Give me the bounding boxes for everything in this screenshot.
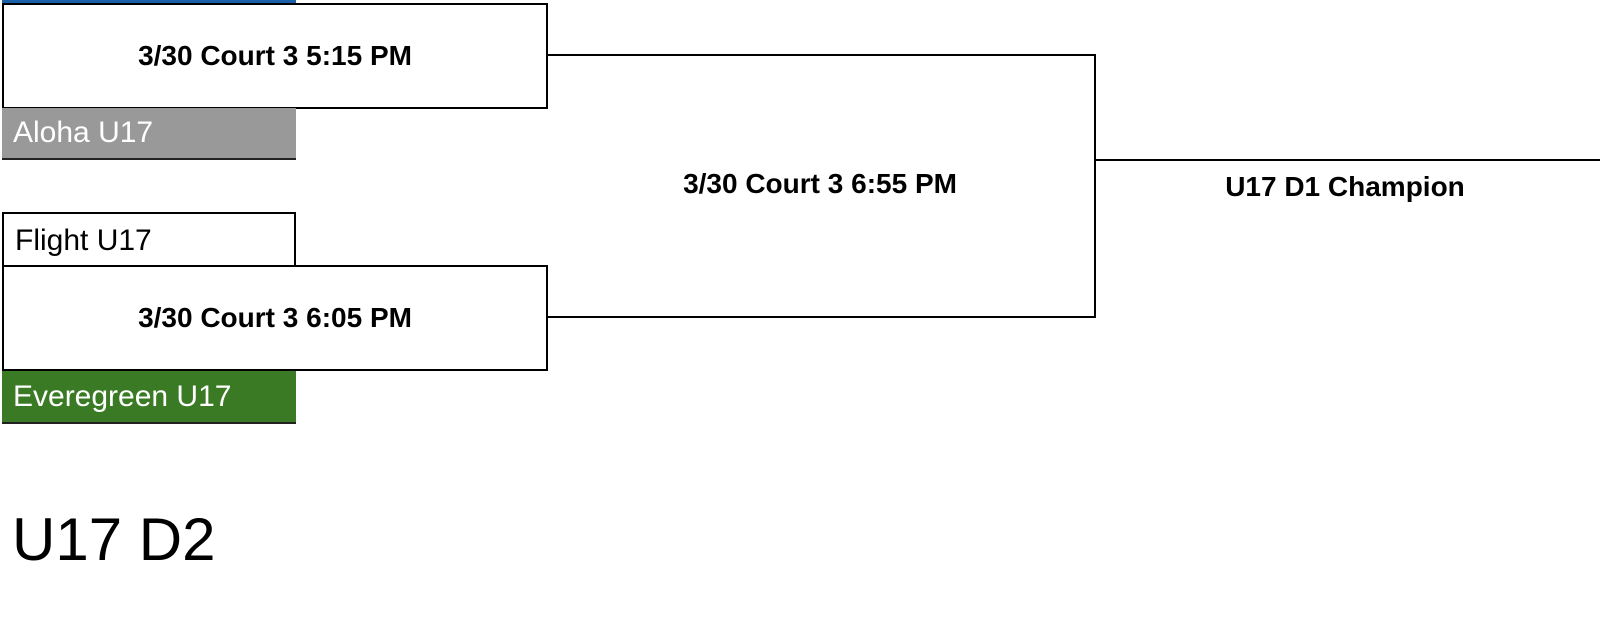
final-match-label: 3/30 Court 3 6:55 PM — [683, 168, 957, 199]
team-slot-everegreen: Everegreen U17 — [2, 371, 296, 424]
division-title: U17 D2 — [12, 506, 216, 573]
team-slot-flight: Flight U17 — [2, 212, 296, 267]
team-name: Everegreen U17 — [13, 379, 232, 413]
team-slot-aloha: Aloha U17 — [2, 108, 296, 160]
match-box-round1-game2: 3/30 Court 3 6:05 PM — [2, 265, 548, 371]
match-box-round1-game1: 3/30 Court 3 5:15 PM — [2, 3, 548, 109]
bracket-connector-line — [1094, 54, 1096, 318]
champion-line — [1094, 159, 1600, 161]
team-name: Aloha U17 — [13, 116, 154, 149]
bracket-connector-line — [546, 316, 1096, 318]
team-name: Flight U17 — [15, 223, 152, 257]
champion-label: U17 D1 Champion — [1225, 171, 1465, 202]
match-label: 3/30 Court 3 5:15 PM — [138, 40, 412, 71]
team-slot-top — [2, 0, 296, 4]
bracket-connector-line — [546, 54, 1096, 56]
match-label: 3/30 Court 3 6:05 PM — [138, 302, 412, 333]
